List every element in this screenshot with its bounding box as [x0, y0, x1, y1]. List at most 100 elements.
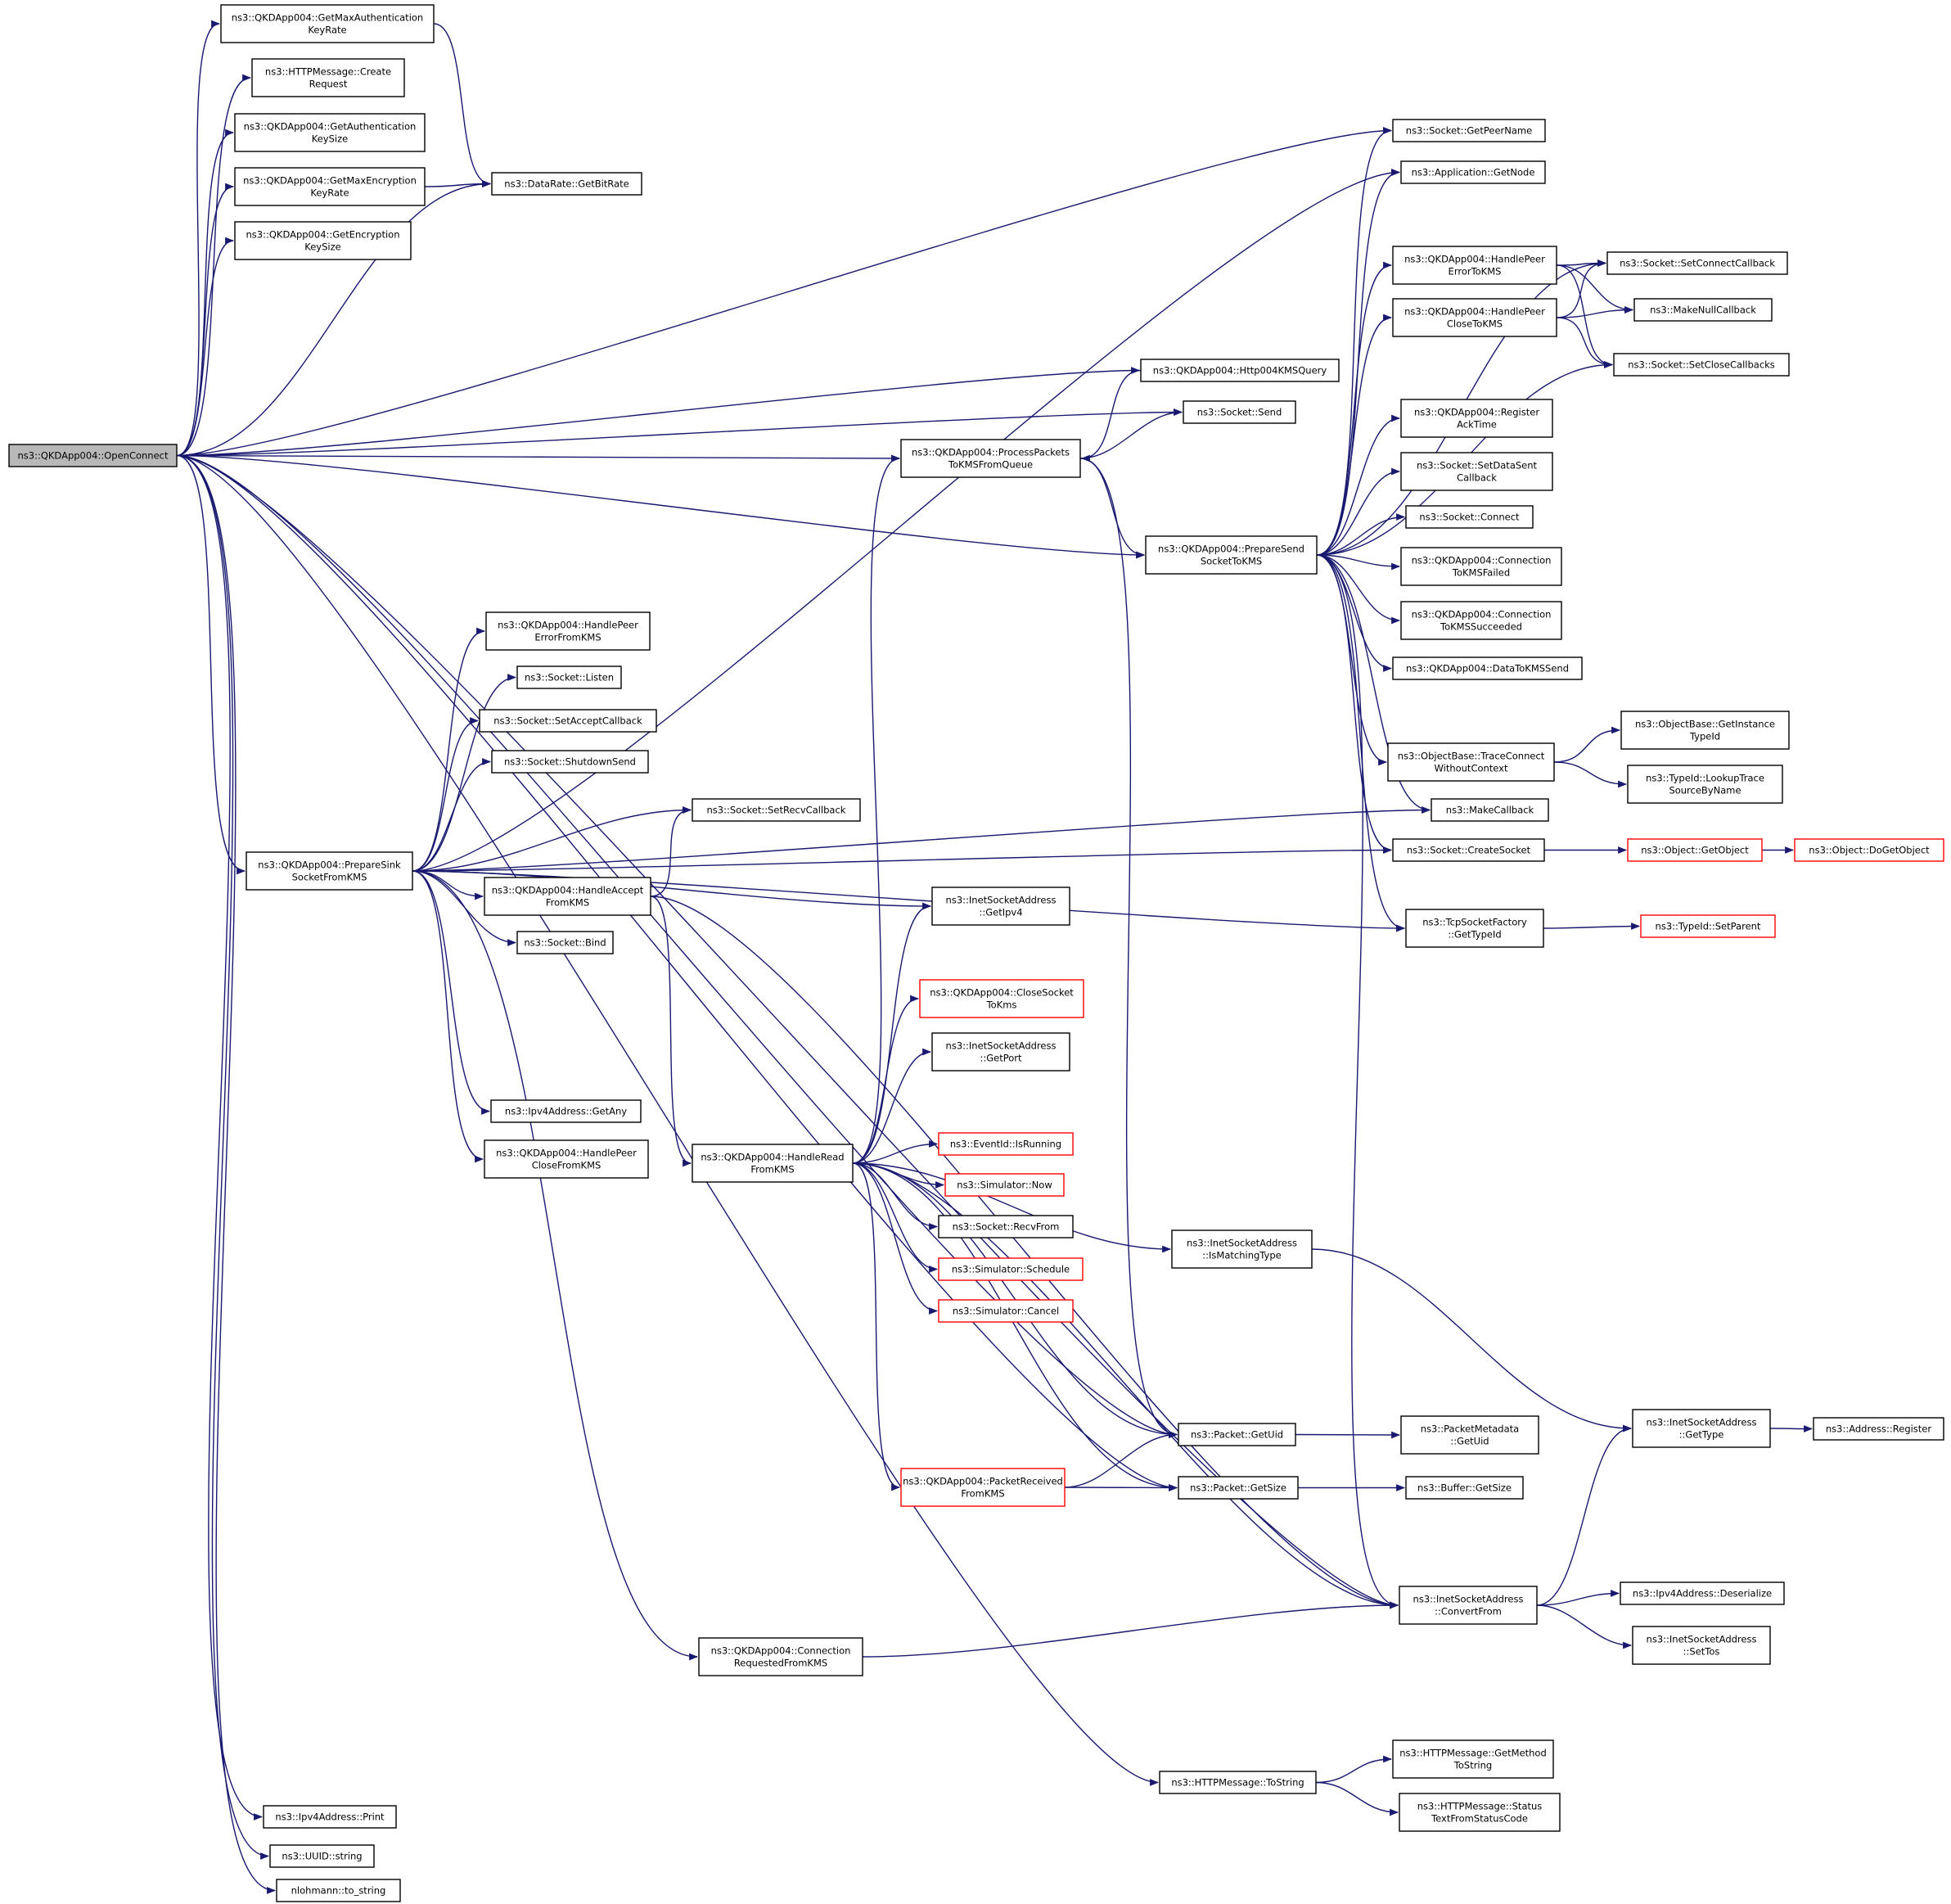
- node-traceconnect[interactable]: ns3::ObjectBase::TraceConnectWithoutCont…: [1387, 742, 1555, 782]
- node-label: ns3::HTTPMessage::Create: [265, 66, 391, 78]
- edge-preparesink-to-handlepeererrorfromkms: [412, 627, 486, 872]
- node-print[interactable]: ns3::Ipv4Address::Print: [263, 1805, 397, 1829]
- node-setclosecallbacks[interactable]: ns3::Socket::SetCloseCallbacks: [1613, 353, 1790, 377]
- node-setconnectcallback[interactable]: ns3::Socket::SetConnectCallback: [1606, 251, 1788, 275]
- node-ismatchingtype[interactable]: ns3::InetSocketAddress::IsMatchingType: [1171, 1229, 1313, 1269]
- node-makenullcallback[interactable]: ns3::MakeNullCallback: [1633, 298, 1773, 322]
- edge-tcpgettypeid-to-setparent: [1543, 923, 1641, 930]
- node-buffergetsize[interactable]: ns3::Buffer::GetSize: [1405, 1476, 1524, 1500]
- node-convertfrom[interactable]: ns3::InetSocketAddress::ConvertFrom: [1399, 1586, 1538, 1625]
- node-label: ns3::QKDApp004::Http004KMSQuery: [1153, 365, 1327, 377]
- edge-packetreceived-to-packetgetsize: [1064, 1484, 1178, 1491]
- node-http004kmsquery[interactable]: ns3::QKDApp004::Http004KMSQuery: [1140, 359, 1340, 382]
- node-getport[interactable]: ns3::InetSocketAddress::GetPort: [931, 1032, 1070, 1072]
- node-isrunning[interactable]: ns3::EventId::IsRunning: [938, 1132, 1074, 1156]
- node-label: ns3::QKDApp004::HandlePeer: [1404, 306, 1545, 318]
- node-label: ns3::HTTPMessage::ToString: [1171, 1777, 1304, 1789]
- edge-preparesend-to-registeracktime: [1316, 414, 1401, 556]
- node-shutdownsend[interactable]: ns3::Socket::ShutdownSend: [491, 750, 649, 774]
- node-dogetobject[interactable]: ns3::Object::DoGetObject: [1794, 838, 1944, 862]
- node-bind[interactable]: ns3::Socket::Bind: [516, 931, 614, 954]
- node-getobject[interactable]: ns3::Object::GetObject: [1627, 838, 1763, 862]
- node-label: WithoutContext: [1435, 763, 1508, 774]
- node-send[interactable]: ns3::Socket::Send: [1183, 400, 1296, 424]
- node-setacceptcallback[interactable]: ns3::Socket::SetAcceptCallback: [479, 709, 657, 733]
- node-now[interactable]: ns3::Simulator::Now: [944, 1173, 1065, 1197]
- node-settos[interactable]: ns3::InetSocketAddress::SetTos: [1632, 1626, 1771, 1665]
- node-listen[interactable]: ns3::Socket::Listen: [516, 665, 622, 689]
- node-packetmetadatagetuid[interactable]: ns3::PacketMetadata::GetUid: [1400, 1415, 1539, 1455]
- node-tostring[interactable]: ns3::HTTPMessage::ToString: [1159, 1771, 1317, 1794]
- node-getnode[interactable]: ns3::Application::GetNode: [1400, 160, 1546, 184]
- node-label: ns3::QKDApp004::HandlePeer: [496, 1148, 637, 1159]
- node-getany[interactable]: ns3::Ipv4Address::GetAny: [490, 1099, 642, 1123]
- node-label: ToKMSSucceeded: [1440, 621, 1522, 633]
- node-tostringnl[interactable]: nlohmann::to_string: [276, 1879, 401, 1902]
- node-uuidstring[interactable]: ns3::UUID::string: [269, 1844, 375, 1868]
- edge-processpackets-to-packetgetuid: [1079, 458, 1178, 1438]
- node-createsocket[interactable]: ns3::Socket::CreateSocket: [1392, 838, 1545, 862]
- edge-convertfrom-to-gettype: [1536, 1424, 1633, 1606]
- edge-openconnect-to-getenckeysize: [176, 237, 235, 457]
- node-deserialize[interactable]: ns3::Ipv4Address::Deserialize: [1620, 1581, 1785, 1605]
- node-recvfrom[interactable]: ns3::Socket::RecvFrom: [938, 1215, 1074, 1239]
- node-getbitrate[interactable]: ns3::DataRate::GetBitRate: [491, 172, 642, 196]
- node-datatokmssend[interactable]: ns3::QKDApp004::DataToKMSSend: [1392, 656, 1583, 680]
- node-label: FromKMS: [961, 1488, 1004, 1500]
- node-addressregister[interactable]: ns3::Address::Register: [1813, 1417, 1944, 1441]
- edge-preparesend-to-tcpgettypeid: [1316, 554, 1406, 932]
- node-label: TextFromStatusCode: [1431, 1813, 1528, 1825]
- node-getipv4[interactable]: ns3::InetSocketAddress::GetIpv4: [931, 887, 1070, 926]
- node-getpeername[interactable]: ns3::Socket::GetPeerName: [1392, 119, 1546, 142]
- edge-preparesink-to-shutdownsend: [412, 758, 492, 872]
- node-packetgetsize[interactable]: ns3::Packet::GetSize: [1178, 1476, 1299, 1500]
- node-gettype[interactable]: ns3::InetSocketAddress::GetType: [1632, 1409, 1771, 1448]
- node-cancel[interactable]: ns3::Simulator::Cancel: [938, 1299, 1074, 1323]
- node-label: ns3::InetSocketAddress: [946, 1040, 1057, 1052]
- edge-handlepeererrortokms-to-setconnectcallback: [1556, 259, 1607, 267]
- node-setrecvcallback[interactable]: ns3::Socket::SetRecvCallback: [692, 798, 861, 822]
- edge-preparesink-to-getnode: [412, 169, 1401, 872]
- node-makecallback[interactable]: ns3::MakeCallback: [1431, 798, 1549, 822]
- node-processpackets[interactable]: ns3::QKDApp004::ProcessPacketsToKMSFromQ…: [900, 439, 1081, 478]
- node-label: ns3::Packet::GetUid: [1191, 1429, 1283, 1441]
- edge-openconnect-to-print: [176, 454, 264, 1821]
- node-label: ns3::HTTPMessage::GetMethod: [1399, 1748, 1547, 1759]
- node-schedule[interactable]: ns3::Simulator::Schedule: [938, 1257, 1084, 1281]
- node-setparent[interactable]: ns3::TypeId::SetParent: [1640, 914, 1776, 938]
- node-label: ns3::Simulator::Schedule: [952, 1264, 1070, 1275]
- node-connrequested[interactable]: ns3::QKDApp004::ConnectionRequestedFromK…: [698, 1637, 863, 1676]
- edge-openconnect-to-send: [176, 408, 1183, 457]
- node-tcpgettypeid[interactable]: ns3::TcpSocketFactory::GetTypeId: [1405, 909, 1544, 948]
- node-label: ErrorFromKMS: [534, 632, 601, 643]
- node-statustext[interactable]: ns3::HTTPMessage::StatusTextFromStatusCo…: [1399, 1793, 1561, 1832]
- edge-openconnect-to-http004kmsquery: [176, 367, 1141, 457]
- node-packetgetuid[interactable]: ns3::Packet::GetUid: [1178, 1423, 1296, 1446]
- node-getmaxauthkeyrate[interactable]: ns3::QKDApp004::GetMaxAuthenticationKeyR…: [220, 4, 435, 43]
- node-connect[interactable]: ns3::Socket::Connect: [1405, 505, 1534, 529]
- edge-openconnect-to-getmaxauthkeyrate: [176, 20, 221, 457]
- edge-preparesend-to-getpeername: [1316, 127, 1393, 556]
- node-openconnect[interactable]: ns3::QKDApp004::OpenConnect: [8, 444, 178, 467]
